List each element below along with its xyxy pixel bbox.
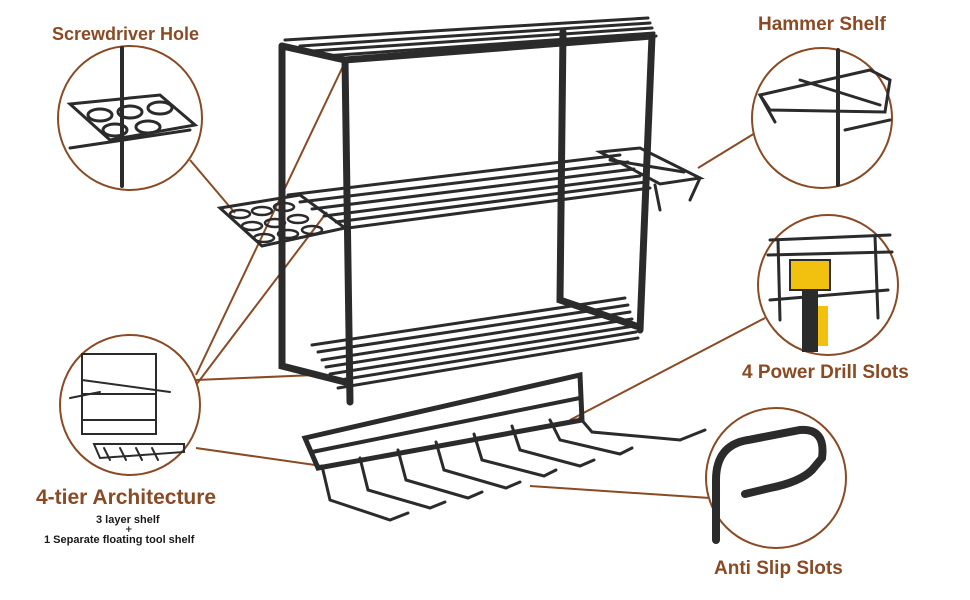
power-drill-slots-label: 4 Power Drill Slots [742, 362, 909, 383]
drill-body [789, 259, 831, 291]
detail-hammer-circle [751, 47, 893, 189]
leader-lines [189, 61, 766, 499]
architecture-plus: + [125, 525, 133, 535]
floating-tool-shelf [301, 371, 707, 522]
screwdriver-hole-label: Screwdriver Hole [52, 24, 200, 44]
detail-drill-circle [757, 214, 899, 356]
hammer-shelf-label: Hammer Shelf [758, 14, 886, 35]
detail-screwdriver-circle [57, 45, 203, 191]
architecture-line-1: 3 layer shelf [96, 514, 160, 526]
architecture-line-2: 1 Separate floating tool shelf [44, 534, 195, 546]
detail-antislip-circle [705, 407, 847, 549]
detail-architecture-circle [59, 334, 201, 476]
architecture-label: 4-tier Architecture [36, 486, 217, 509]
anti-slip-slots-label: Anti Slip Slots [714, 558, 843, 579]
main-rack [216, 16, 705, 406]
